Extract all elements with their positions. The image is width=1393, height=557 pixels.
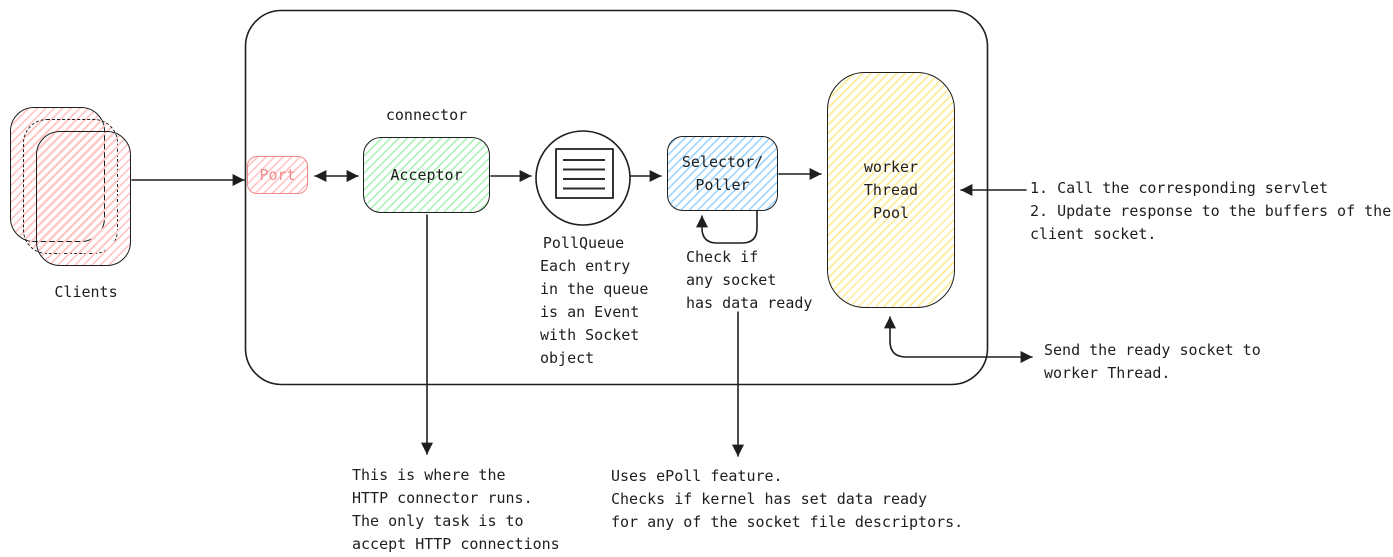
queue-document-icon bbox=[555, 148, 614, 199]
worker-steps-note: 1. Call the corresponding servlet 2. Upd… bbox=[1030, 179, 1392, 243]
acceptor-label: Acceptor bbox=[390, 165, 463, 184]
acceptor-role-note: This is where the HTTP connector runs. T… bbox=[352, 466, 560, 553]
selector-poller-label: Selector/ Poller bbox=[681, 152, 764, 194]
client-shape-front bbox=[36, 131, 131, 266]
pollqueue-label: PollQueue bbox=[542, 234, 625, 252]
epoll-note: Uses ePoll feature. Checks if kernel has… bbox=[611, 467, 964, 531]
port-node: Port bbox=[247, 156, 308, 194]
worker-thread-pool-label: worker Thread Pool bbox=[863, 157, 919, 222]
selector-poller-node: Selector/ Poller bbox=[667, 136, 778, 211]
selector-self-loop-arrow bbox=[696, 210, 758, 244]
selector-loop-note: Check if any socket has data ready bbox=[686, 248, 813, 312]
acceptor-node: Acceptor bbox=[363, 137, 490, 213]
pollqueue-note: Each entry in the queue is an Event with… bbox=[540, 257, 649, 367]
arrow-send-socket-to-worker bbox=[884, 316, 1033, 363]
connector-label: connector bbox=[385, 106, 468, 124]
clients-label: Clients bbox=[54, 283, 118, 301]
port-label: Port bbox=[259, 165, 296, 184]
server-boundary-box bbox=[244, 9, 989, 386]
send-socket-note: Send the ready socket to worker Thread. bbox=[1044, 341, 1261, 382]
worker-thread-pool-node: worker Thread Pool bbox=[827, 72, 955, 308]
